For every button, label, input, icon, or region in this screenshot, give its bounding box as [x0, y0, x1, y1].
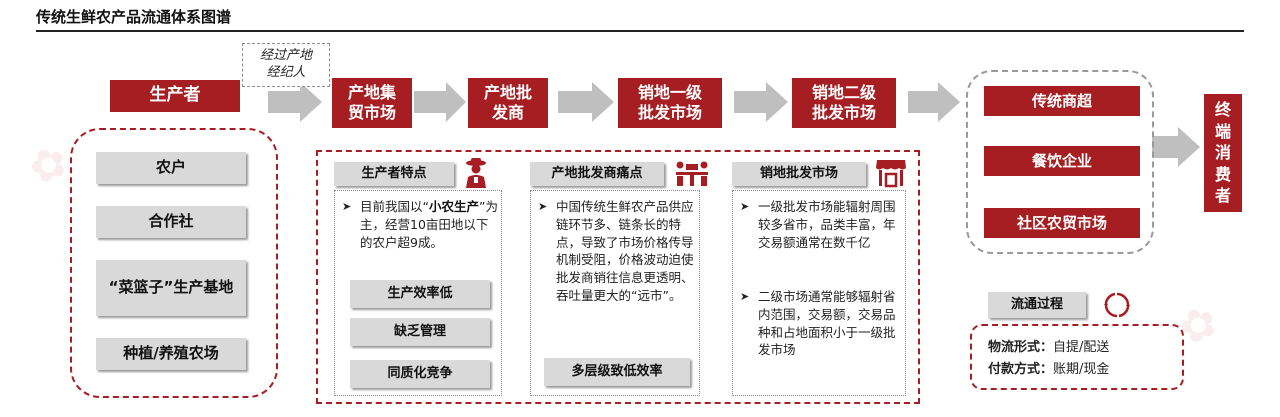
tag-multi-level-inefficiency: 多层级致低效率 — [544, 358, 690, 386]
tag-low-efficiency: 生产效率低 — [350, 280, 490, 308]
producer-features-bullet: ➤ 目前我国以“小农生产”为主，经营10亩田地以下的农户超9成。 — [342, 198, 498, 251]
origin-wholesaler-box: 产地批发商 — [468, 78, 548, 128]
legend-logistics: 物流形式：自提/配送 — [988, 336, 1109, 355]
market-bullet-secondary: ➤ 二级市场通常能够辐射省内范围，交易额，交易品种和占地面积小于一级批发市场 — [740, 288, 900, 359]
broker-note-line1: 经过产地 — [259, 48, 312, 64]
page-title: 传统生鲜农产品流通体系图谱 — [36, 8, 232, 26]
stage-label: 销地一级 — [637, 83, 702, 102]
arrow-bullet-icon: ➤ — [538, 200, 548, 213]
market-bullet-primary: ➤ 一级批发市场能辐射周围较多省市，品类丰富，年交易额通常在数千亿 — [740, 198, 900, 251]
bullet-text-part: 目前我国以“ — [360, 199, 429, 214]
farmer-icon — [458, 156, 494, 190]
broker-note-line2: 经纪人 — [266, 65, 306, 80]
legend-payment-label: 付款方式： — [988, 362, 1054, 377]
arrow-bullet-icon: ➤ — [740, 200, 750, 213]
legend-box — [970, 324, 1184, 390]
retail-group — [966, 70, 1154, 254]
retail-supermarket-box: 传统商超 — [984, 86, 1140, 116]
storefront-icon — [872, 156, 910, 190]
arrow-icon — [1152, 127, 1200, 167]
legend-payment-value: 账期/现金 — [1053, 362, 1110, 377]
broker-note: 经过产地 经纪人 — [242, 43, 330, 87]
retail-restaurant-box: 餐饮企业 — [984, 146, 1140, 176]
tag-homogeneous-competition: 同质化竞争 — [350, 360, 490, 388]
legend-payment: 付款方式：账期/现金 — [988, 358, 1109, 377]
stage-label: 发商 — [491, 103, 524, 122]
arrow-icon — [734, 82, 788, 122]
producer-type-item: 种植/养殖农场 — [96, 338, 246, 370]
meeting-icon — [670, 156, 714, 190]
producer-types-group — [70, 128, 278, 398]
arrow-icon — [908, 82, 960, 122]
title-divider — [36, 30, 1244, 32]
legend-flow-label: 流通过程 — [988, 292, 1086, 318]
bullet-text: 一级批发市场能辐射周围较多省市，品类丰富，年交易额通常在数千亿 — [758, 199, 896, 250]
bullet-text: 中国传统生鲜农产品供应链环节多、链条长的特点，导致了市场价格传导机制受阻，价格波… — [556, 199, 694, 303]
market-content — [732, 190, 906, 396]
secondary-wholesale-box: 销地二级批发市场 — [792, 78, 896, 128]
cycle-icon — [1098, 288, 1136, 322]
arrow-icon — [558, 82, 614, 122]
consumer-char: 消 — [1214, 143, 1231, 163]
producer-type-item: 农户 — [96, 152, 246, 184]
tag-lack-management: 缺乏管理 — [350, 318, 490, 346]
producer-type-item: 合作社 — [96, 206, 246, 238]
origin-market-box: 产地集贸市场 — [332, 78, 412, 128]
arrow-bullet-icon: ➤ — [740, 290, 750, 303]
wholesaler-pain-header: 产地批发商痛点 — [530, 162, 664, 186]
retail-community-market-box: 社区农贸市场 — [984, 208, 1140, 238]
stage-label: 贸市场 — [347, 103, 396, 122]
stage-label: 产地批 — [483, 83, 532, 102]
bullet-text-bold: 小农生产 — [428, 199, 479, 214]
arrow-icon — [268, 82, 322, 122]
details-panel — [316, 150, 920, 404]
stage-label: 销地二级 — [811, 83, 876, 102]
producer-features-content — [334, 190, 502, 396]
bullet-text: 二级市场通常能够辐射省内范围，交易额，交易品种和占地面积小于一级批发市场 — [758, 289, 896, 358]
primary-wholesale-box: 销地一级批发市场 — [618, 78, 722, 128]
stage-label: 产地集 — [347, 83, 396, 102]
consumer-char: 费 — [1214, 164, 1231, 184]
producer-box: 生产者 — [110, 80, 240, 112]
wholesaler-pain-bullet: ➤ 中国传统生鲜农产品供应链环节多、链条长的特点，导致了市场价格传导机制受阻，价… — [538, 198, 694, 305]
arrow-bullet-icon: ➤ — [342, 200, 352, 213]
producer-type-item: “菜篮子”生产基地 — [96, 260, 246, 316]
producer-features-header: 生产者特点 — [334, 162, 454, 186]
stage-label: 批发市场 — [637, 103, 702, 122]
bullet-text-part: ”为主，经营10亩田地以下的农户超9成。 — [360, 199, 498, 250]
legend-logistics-value: 自提/配送 — [1053, 340, 1110, 355]
consumer-char: 终 — [1214, 100, 1231, 120]
stage-label: 批发市场 — [811, 103, 876, 122]
consumer-box: 终 端 消 费 者 — [1204, 94, 1242, 212]
consumer-char: 端 — [1214, 121, 1231, 141]
wholesaler-pain-content — [530, 190, 700, 396]
consumer-char: 者 — [1214, 186, 1231, 206]
market-header: 销地批发市场 — [732, 162, 866, 186]
bullet-text: 目前我国以“小农生产”为主，经营10亩田地以下的农户超9成。 — [360, 198, 498, 251]
arrow-icon — [414, 82, 466, 122]
legend-logistics-label: 物流形式： — [988, 340, 1054, 355]
